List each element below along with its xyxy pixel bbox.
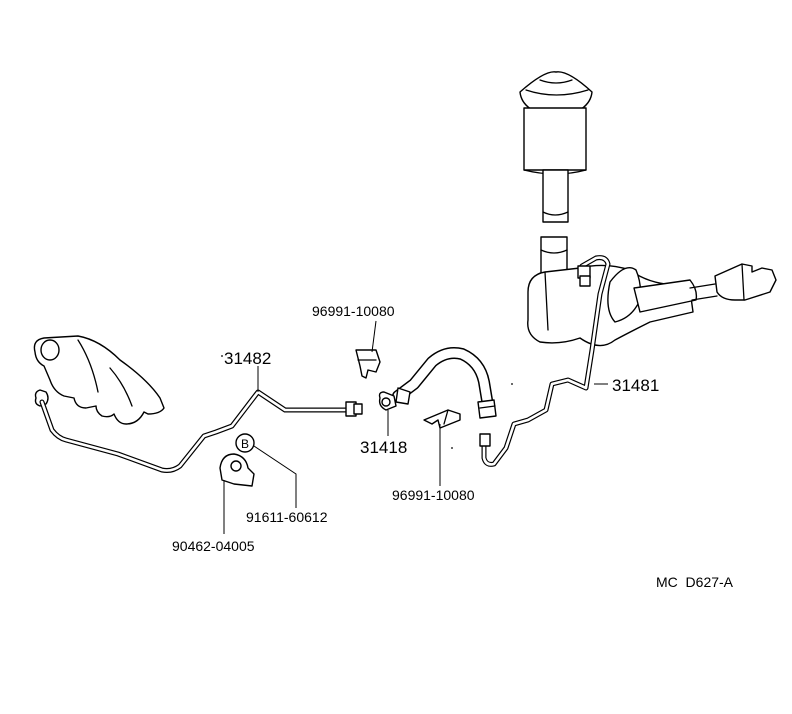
label-31481: 31481 — [612, 376, 659, 395]
label-31482: 31482 — [224, 349, 271, 368]
flexible-hose — [392, 347, 497, 419]
union-fitting-31418 — [378, 391, 397, 411]
pipe-31481 — [479, 255, 611, 467]
reservoir-hose — [542, 169, 569, 223]
master-cylinder — [527, 236, 777, 347]
label-96991-bottom: 96991-10080 — [392, 487, 475, 503]
pipe-31482 — [39, 389, 363, 473]
label-31418: 31418 — [360, 438, 407, 457]
reservoir-tank — [519, 71, 593, 175]
bolt-marker-b: B — [235, 433, 255, 453]
pipe-clamp — [219, 453, 255, 487]
clip-96991-bottom — [423, 409, 461, 429]
label-96991-top: 96991-10080 — [312, 303, 395, 319]
release-cylinder — [33, 335, 165, 425]
bolt-marker-label: B — [241, 437, 249, 451]
label-91611: 91611-60612 — [246, 509, 328, 525]
clip-96991-top — [355, 349, 381, 379]
leader-lines — [223, 320, 608, 534]
label-90462: 90462-04005 — [172, 538, 255, 554]
diagram-code: MC D627-A — [656, 574, 734, 590]
